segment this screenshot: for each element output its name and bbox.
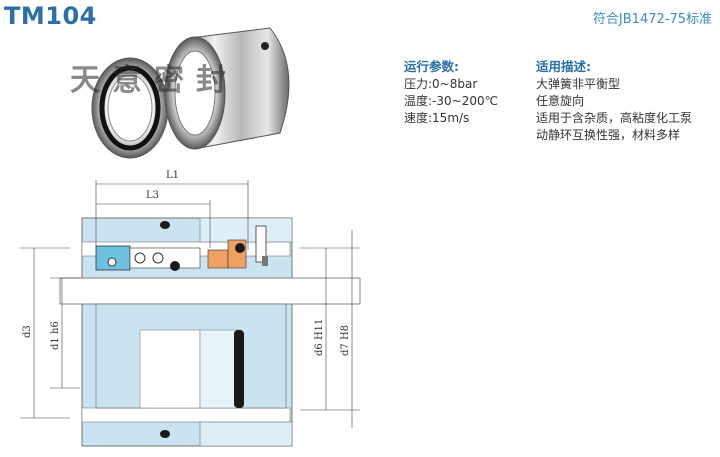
product-photo <box>91 27 290 159</box>
dim-d1: d1 h6 <box>50 321 61 350</box>
dim-l1: L1 <box>166 170 179 181</box>
usage-item: 动静环互换性强，材料多样 <box>536 128 681 142</box>
param-pressure: 压力:0~8bar <box>404 77 478 91</box>
model-title: TM104 <box>4 2 97 30</box>
dimension-lines <box>20 180 360 428</box>
params-title: 运行参数: <box>404 59 459 74</box>
watermark: 天意密封 <box>70 63 238 98</box>
param-temperature: 温度:-30~200℃ <box>404 94 499 108</box>
usage-description: 适用描述: 大弹簧非平衡型 任意旋向 适用于含杂质，高粘度化工泵 动静环互换性强… <box>536 58 692 144</box>
dim-l3: L3 <box>146 190 159 201</box>
shaft <box>59 277 361 409</box>
operating-parameters: 运行参数: 压力:0~8bar 温度:-30~200℃ 速度:15m/s <box>404 58 498 127</box>
technical-drawing: L1 L3 d3 d1 h6 d6 H11 d7 H8 <box>20 170 361 447</box>
o-rings <box>160 221 244 438</box>
usage-item: 任意旋向 <box>536 94 585 108</box>
usage-item: 大弹簧非平衡型 <box>536 77 621 91</box>
rotating-assembly <box>164 27 290 150</box>
usage-title: 适用描述: <box>536 59 591 74</box>
seal-components <box>95 225 268 271</box>
dim-d6: d6 H11 <box>314 319 325 356</box>
standard-label: 符合JB1472-75标准 <box>592 12 712 27</box>
usage-item: 适用于含杂质，高粘度化工泵 <box>536 111 693 125</box>
param-speed: 速度:15m/s <box>404 111 470 125</box>
dim-d7: d7 H8 <box>340 325 351 356</box>
dim-d3: d3 <box>22 325 33 338</box>
